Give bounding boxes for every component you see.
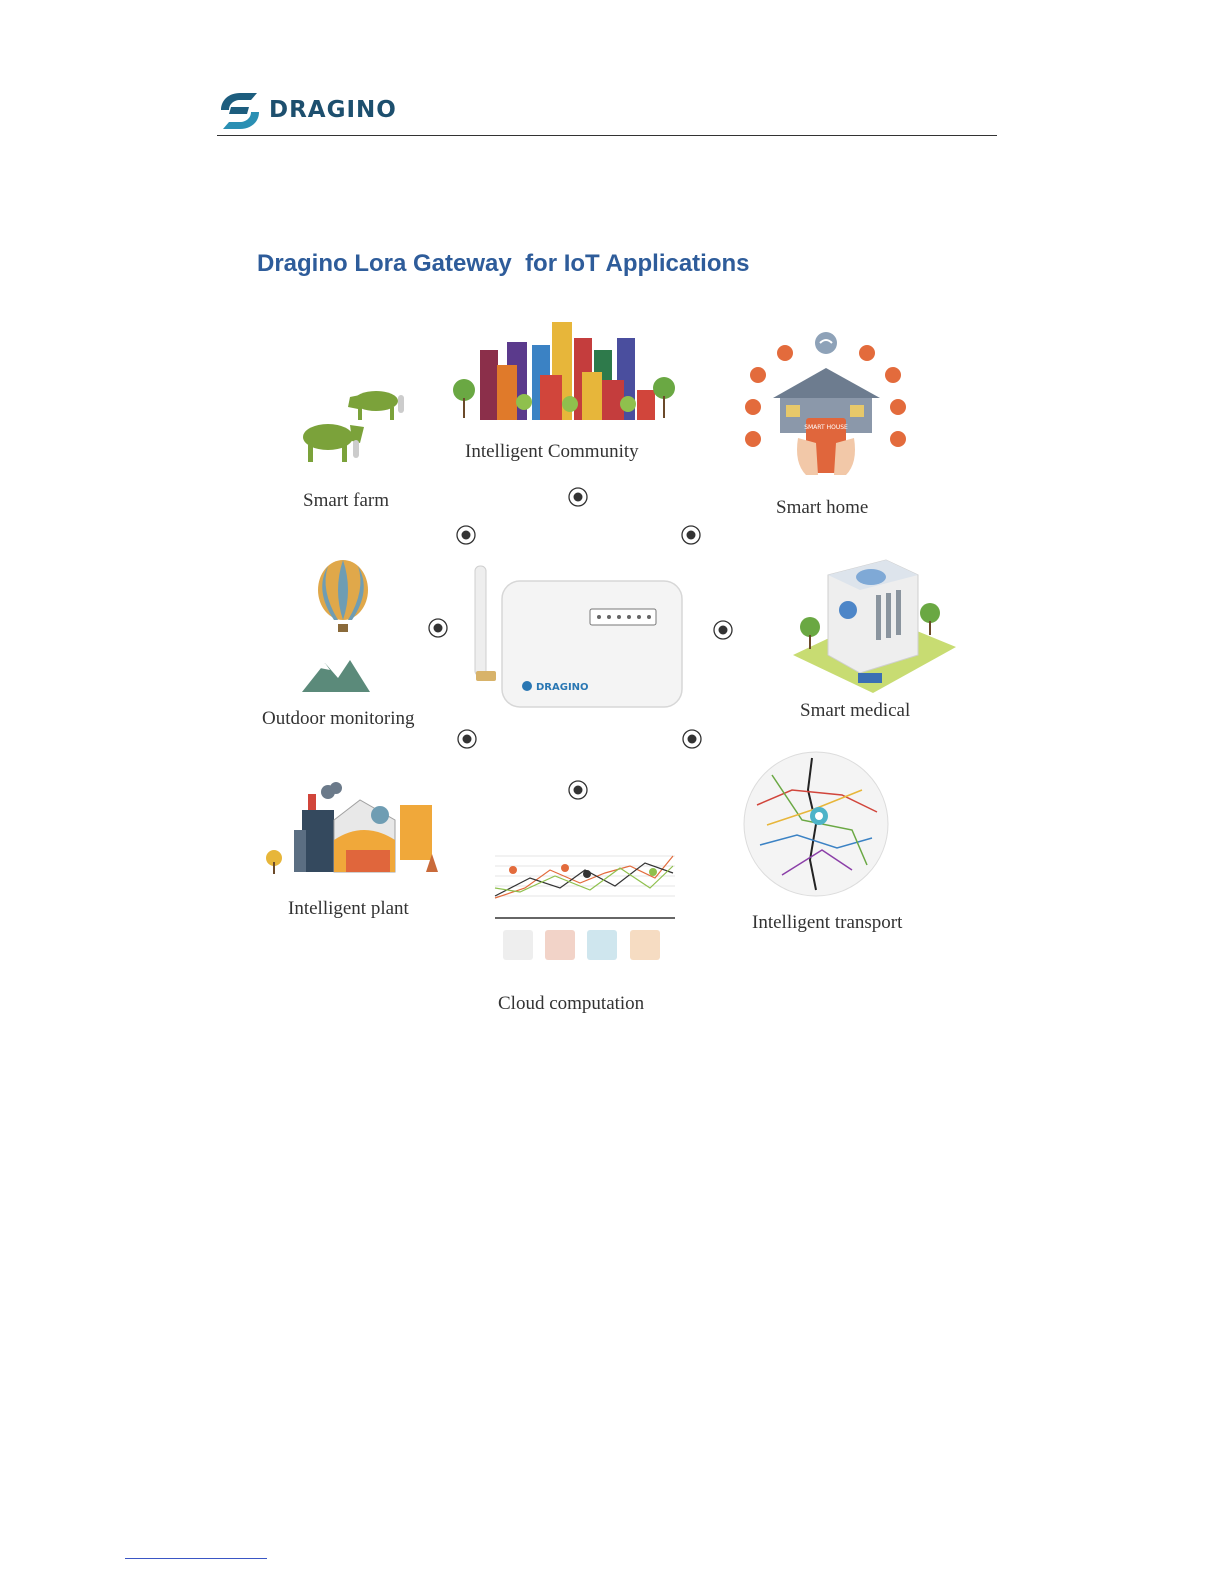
header-divider xyxy=(217,135,997,136)
label-smart-medical: Smart medical xyxy=(800,700,910,722)
footnote-separator xyxy=(125,1558,267,1559)
connector-dot-bottom xyxy=(568,780,588,800)
hospital-building-illustration xyxy=(788,555,958,695)
cloud-chart-devices-illustration xyxy=(485,848,680,968)
label-intelligent-transport: Intelligent transport xyxy=(752,912,902,934)
connector-dot-top xyxy=(568,487,588,507)
city-buildings-illustration xyxy=(452,320,676,425)
dragino-logo-icon xyxy=(217,90,263,132)
connector-dot-top-left xyxy=(456,525,476,545)
balloon-mountains-illustration xyxy=(300,558,372,693)
logo-wordmark: DRAGINO xyxy=(269,97,397,123)
connector-dot-bottom-left xyxy=(457,729,477,749)
lora-gateway-device: DRAGINO xyxy=(472,563,687,711)
cows-illustration xyxy=(298,385,413,467)
page-header: DRAGINO xyxy=(217,88,997,138)
smart-home-illustration: SMART HOUSE xyxy=(728,323,928,481)
connector-dot-left xyxy=(428,618,448,638)
smart-house-sign-text: SMART HOUSE xyxy=(804,424,848,431)
iot-applications-figure: Smart farm Intelligent Community SMAR xyxy=(240,315,980,1035)
connector-dot-right xyxy=(713,620,733,640)
transport-map-illustration xyxy=(742,750,890,898)
connector-dot-bottom-right xyxy=(682,729,702,749)
label-intelligent-plant: Intelligent plant xyxy=(288,898,409,920)
label-outdoor-monitoring: Outdoor monitoring xyxy=(262,708,415,730)
document-title: Dragino Lora Gateway for IoT Application… xyxy=(257,250,750,278)
connector-dot-top-right xyxy=(681,525,701,545)
label-smart-farm: Smart farm xyxy=(303,490,389,512)
gateway-logo-text: DRAGINO xyxy=(536,682,589,693)
label-smart-home: Smart home xyxy=(776,497,868,519)
factory-illustration xyxy=(260,780,442,878)
label-intelligent-community: Intelligent Community xyxy=(465,441,639,463)
label-cloud-computation: Cloud computation xyxy=(498,993,644,1015)
